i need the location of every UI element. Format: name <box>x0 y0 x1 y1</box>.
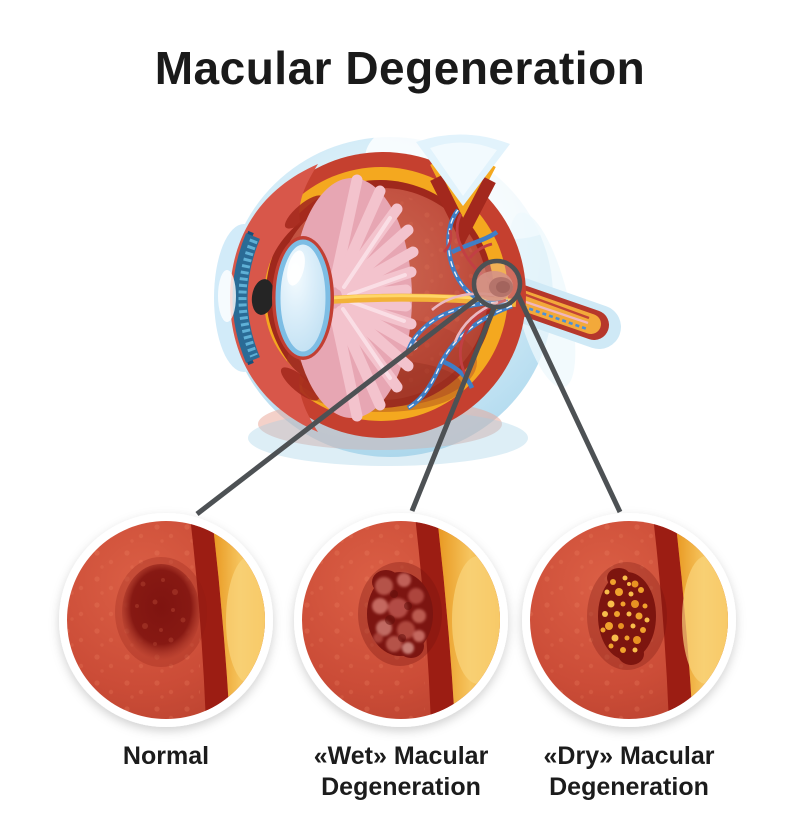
panel-circle-wet <box>294 513 508 727</box>
panel-label-normal: Normal <box>46 741 286 772</box>
lens-gloss <box>287 250 305 286</box>
panel-label-line1: «Dry» Macular <box>543 742 715 770</box>
ciliary-body <box>230 164 324 432</box>
panel-label-wet: «Wet» Macular Degeneration <box>281 741 521 803</box>
leader-line-dry <box>515 293 623 514</box>
panel-label-line1: «Wet» Macular <box>313 742 489 770</box>
cornea-gloss <box>218 270 236 322</box>
layer-notch <box>416 134 510 247</box>
iris <box>232 230 260 366</box>
panel-label-dry: «Dry» Macular Degeneration <box>509 741 749 803</box>
panel-circle-dry <box>522 513 736 727</box>
normal-macula-texture <box>135 578 186 646</box>
panel-label-line2: Degeneration <box>549 773 709 801</box>
leader-line-wet <box>409 307 497 512</box>
macula <box>475 271 513 301</box>
leader-line-normal <box>195 295 481 516</box>
panel-label-line1: Normal <box>122 742 210 770</box>
choroid-band <box>653 521 693 719</box>
drusen-deposits <box>600 575 650 653</box>
optic-nerve <box>494 276 621 349</box>
pupil <box>251 279 275 315</box>
macula-callout-circle <box>471 258 523 310</box>
choroid-band <box>190 521 230 719</box>
choroid-band <box>415 521 455 719</box>
panel-label-line2: Degeneration <box>321 773 481 801</box>
eye-cross-section <box>214 120 621 466</box>
page-title: Macular Degeneration <box>154 42 646 94</box>
panel-circle-normal <box>59 513 273 727</box>
normal-macula <box>122 564 200 660</box>
wet-lesion <box>367 570 433 658</box>
dry-lesion <box>598 568 656 665</box>
